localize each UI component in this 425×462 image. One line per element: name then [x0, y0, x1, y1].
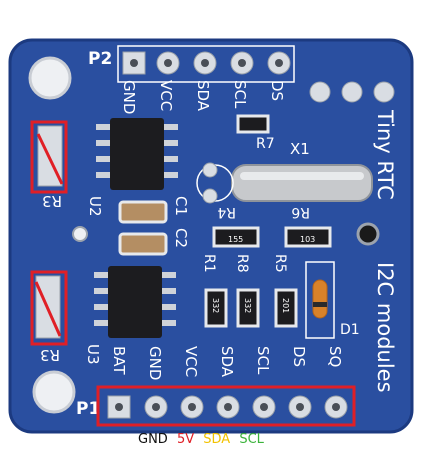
smd-code: 332 [243, 298, 252, 313]
highlight-box-r3-bottom [30, 270, 68, 346]
top-pin-label: GND [120, 80, 138, 114]
capacitor-c1 [118, 200, 168, 224]
resistor-r3-bottom-label: R3 [40, 346, 60, 364]
smd-code: 332 [211, 298, 220, 313]
header-p2-outline [117, 45, 295, 83]
pad-round [341, 81, 363, 103]
mounting-hole-top-left [28, 56, 72, 100]
diode-label: D1 [340, 322, 360, 338]
diode-outline [305, 261, 335, 339]
bottom-pin-label: SQ [326, 346, 344, 367]
header-p2-label: P2 [88, 49, 112, 69]
board-subtitle: I2C modules [373, 262, 397, 393]
bottom-pin-label: BAT [110, 346, 128, 375]
strike-line-r3-top [36, 133, 64, 185]
chip-u3-label: U3 [84, 344, 102, 365]
pin-color-legend: GND 5V SDA SCL [138, 432, 269, 447]
resistor-r7 [236, 114, 270, 134]
resistor-201 [274, 288, 298, 328]
resistor-r5-label: R5 [272, 254, 288, 273]
diode-d1 [312, 279, 328, 319]
smd-code: 201 [281, 298, 290, 313]
capacitor-c2-label: C2 [172, 228, 190, 248]
resistor-r8-label: R8 [234, 254, 250, 273]
chip-u3 [94, 266, 176, 338]
bottom-pin-label: DS [290, 346, 308, 367]
pad-round [202, 162, 218, 178]
top-pin-label: DS [268, 80, 286, 101]
resistor-r6-label: R6 [291, 204, 310, 220]
resistor-r7-label: R7 [256, 136, 275, 152]
top-pin-label: SCL [231, 80, 249, 109]
capacitor-c2 [118, 232, 168, 256]
bottom-pin-label: SCL [254, 346, 272, 375]
diode-band [313, 302, 327, 307]
legend-scl: SCL [239, 432, 264, 447]
resistor-r1-label: R1 [201, 254, 217, 273]
board-title: Tiny RTC [373, 109, 397, 200]
crystal-label: X1 [290, 140, 310, 158]
header-p1-pads [107, 395, 348, 419]
bottom-pin-label: GND [146, 346, 164, 380]
capacitor-c1-label: C1 [172, 196, 190, 216]
header-p1-label: P1 [76, 399, 100, 419]
resistor-r155 [212, 226, 260, 248]
mounting-hole-right [356, 222, 380, 246]
highlight-box-r3-top [30, 120, 68, 194]
crystal-x1 [231, 164, 373, 202]
highlight-box-header-p1 [96, 385, 356, 427]
crystal-x1-shine [240, 172, 364, 180]
via-hole [72, 226, 88, 242]
smd-code: 103 [300, 235, 315, 244]
resistor-r4-label: R4 [217, 204, 236, 220]
resistor-r3-top-label: R3 [42, 192, 62, 210]
top-pin-label: SDA [194, 80, 212, 112]
resistor-r103 [284, 226, 332, 248]
bottom-pin-label: SDA [218, 346, 236, 378]
header-p2-holes [130, 59, 283, 67]
pad-round [309, 81, 331, 103]
legend-sda: SDA [203, 432, 231, 447]
mounting-hole-bottom-left [32, 370, 76, 414]
top-pin-label: VCC [157, 80, 175, 111]
resistor-332-a [204, 288, 228, 328]
pad-round [373, 81, 395, 103]
pad-round [202, 188, 218, 204]
chip-u2 [96, 118, 178, 190]
legend-5v: 5V [176, 432, 195, 447]
chip-u2-label: U2 [86, 196, 104, 217]
smd-code: 155 [228, 235, 243, 244]
header-p1-holes [115, 403, 340, 411]
bottom-pin-label: VCC [182, 346, 200, 377]
resistor-332-b [236, 288, 260, 328]
legend-gnd: GND [138, 432, 168, 447]
strike-line-r3-bottom [34, 281, 62, 337]
